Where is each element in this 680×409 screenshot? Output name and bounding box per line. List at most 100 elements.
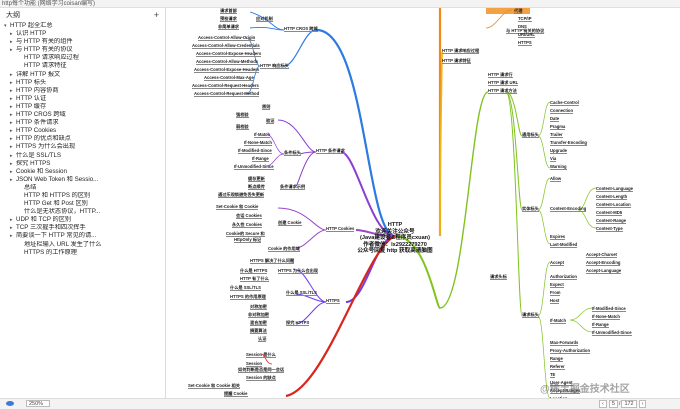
mindmap-node[interactable]: Access-Control-Expose-Headers <box>196 51 262 57</box>
mindmap-node[interactable]: Access-Control-Max-Age <box>204 75 254 81</box>
mindmap-node[interactable]: 通用标头 <box>522 132 539 138</box>
mindmap-node[interactable]: Trailer <box>550 132 563 138</box>
mindmap-node[interactable]: 原则 <box>262 104 271 110</box>
mindmap-node[interactable]: Transfer-Encoding <box>550 140 587 146</box>
mindmap-node[interactable]: If-Modified-Since <box>592 306 626 312</box>
mindmap-node[interactable]: If-Unmodified-Since <box>234 164 274 170</box>
outline-item[interactable]: ▸HTTP 缓存 <box>0 103 165 111</box>
outline-item[interactable]: ▸TCP 三次握手和四次挥手 <box>0 224 165 232</box>
mindmap-node[interactable]: Session 是什么 <box>246 352 276 358</box>
chevron-icon[interactable]: ▸ <box>10 217 13 224</box>
mindmap-node[interactable]: HTTP 请求方法 <box>488 88 517 94</box>
mindmap-node[interactable]: Content-Range <box>596 218 627 224</box>
mindmap-node[interactable]: HTTP Cookies <box>326 226 355 232</box>
mindmap-node[interactable]: Content-MD5 <box>596 210 623 216</box>
outline-item[interactable]: HTTP Get 和 Post 区别 <box>0 200 165 208</box>
outline-item[interactable]: 地址栏输入 URL 发生了什么 <box>0 241 165 249</box>
mindmap-node[interactable]: Access-Control-Request-Method <box>194 91 260 97</box>
mindmap-node[interactable]: Set-Cookie 和 Cookie 相关 <box>188 383 240 389</box>
mindmap-node[interactable]: 弱校验 <box>236 124 249 130</box>
mindmap-node[interactable]: HTTP 请求响应过程 <box>442 48 480 54</box>
mindmap-node[interactable]: HTTPS 的作用原理 <box>230 294 266 300</box>
mindmap-node[interactable]: If-Unmodified-Since <box>592 330 632 336</box>
outline-item[interactable]: ▸HTTP Cookies <box>0 127 165 135</box>
outline-item[interactable]: ▸与 HTTP 有关的组件 <box>0 38 165 46</box>
mindmap-node[interactable]: If-Match <box>254 132 271 138</box>
mindmap-node[interactable]: Referer <box>550 364 565 370</box>
outline-item[interactable]: HTTP 请求特征 <box>0 62 165 70</box>
mindmap-node[interactable]: Accept-Ranges <box>550 388 581 394</box>
mindmap-node[interactable]: 对称加密 <box>250 304 267 310</box>
mindmap-node[interactable]: Pragma <box>550 124 566 130</box>
mindmap-node[interactable]: 永久性 Cookies <box>232 222 263 228</box>
outline-item[interactable]: ▾HTTP 超全汇总 <box>0 22 165 30</box>
mindmap-node[interactable]: 请求首部 <box>220 8 237 14</box>
chevron-icon[interactable]: ▸ <box>10 168 13 175</box>
chevron-icon[interactable]: ▸ <box>10 112 13 119</box>
mindmap-node[interactable]: 如何判断是否是同一会话 <box>238 367 285 373</box>
chevron-icon[interactable]: ▸ <box>10 103 13 110</box>
chevron-icon[interactable]: ▸ <box>10 225 13 232</box>
mindmap-node[interactable]: HTTP CROS 跨域 <box>284 26 318 32</box>
outline-item[interactable]: ▸探究 HTTPS <box>0 160 165 168</box>
mindmap-node[interactable]: Upgrade <box>550 148 567 154</box>
chevron-icon[interactable]: ▸ <box>10 79 13 86</box>
mindmap-node[interactable]: Range <box>550 356 563 362</box>
mindmap-node[interactable]: 预检请求 <box>220 16 237 22</box>
outline-item[interactable]: ▸认识 HTTP <box>0 30 165 38</box>
mindmap-node[interactable]: Accept <box>550 260 564 266</box>
mindmap-node[interactable]: From <box>550 290 561 296</box>
mindmap-node[interactable]: TCP/IP <box>518 16 532 22</box>
mindmap-node[interactable]: 混合加密 <box>250 320 267 326</box>
chevron-icon[interactable]: ▸ <box>10 176 13 183</box>
chevron-icon[interactable]: ▾ <box>4 23 7 29</box>
mindmap-node[interactable]: Content-Language <box>596 186 633 192</box>
mindmap-node[interactable]: If-Range <box>592 322 609 328</box>
mindmap-node[interactable]: If-None-Match <box>244 140 272 146</box>
outline-item[interactable]: ▸HTTP 的优点和缺点 <box>0 135 165 143</box>
mindmap-node[interactable]: User-Agent <box>550 380 573 386</box>
mindmap-node[interactable]: Cookie的 Secure 和 <box>226 231 265 237</box>
mindmap-node[interactable]: 应对机制 <box>256 16 273 22</box>
page-current[interactable]: 5 <box>608 400 618 408</box>
outline-item[interactable]: ▸UDP 和 TCP 的区别 <box>0 216 165 224</box>
mindmap-node[interactable]: HTTP 请求行 <box>488 72 513 78</box>
mindmap-node[interactable]: Access-Control-Allow-Origin <box>198 35 256 41</box>
outline-item[interactable]: ▸Cookie 和 Session <box>0 168 165 176</box>
mindmap-node[interactable]: Host <box>550 298 560 304</box>
mindmap-node[interactable]: 缓存更新 <box>248 176 265 182</box>
eye-icon[interactable] <box>6 401 14 406</box>
mindmap-node[interactable]: HTTPS <box>518 40 532 46</box>
mindmap-node[interactable]: Content-Type <box>596 226 623 232</box>
chevron-icon[interactable]: ▸ <box>10 152 13 159</box>
outline-item[interactable]: ▸详解 HTTP 报文 <box>0 71 165 79</box>
mindmap-node[interactable]: Connection <box>550 108 574 114</box>
outline-item[interactable]: ▸HTTPS 为什么会出现 <box>0 143 165 151</box>
outline-item[interactable]: ▸与 HTTP 有关的协议 <box>0 46 165 54</box>
chevron-icon[interactable]: ▸ <box>10 144 13 151</box>
mindmap-node[interactable]: TE <box>550 372 556 378</box>
mindmap-node[interactable]: 创建 Cookie <box>278 220 302 226</box>
outline-item[interactable]: ▸HTTP CROS 跨域 <box>0 111 165 119</box>
mindmap-node[interactable]: 什么是 HTTPS <box>240 268 268 274</box>
page-next-icon[interactable]: › <box>638 400 647 408</box>
mindmap-node[interactable]: Expect <box>550 282 564 288</box>
mindmap-node[interactable]: DNS <box>518 24 527 30</box>
mindmap-node[interactable]: Accept-Encoding <box>586 260 621 266</box>
chevron-icon[interactable]: ▸ <box>10 136 13 143</box>
mindmap-node[interactable]: HTTPS 为什么会出现 <box>278 268 319 274</box>
chevron-icon[interactable]: ▸ <box>10 120 13 127</box>
mindmap-node[interactable]: If-None-Match <box>592 314 620 320</box>
mindmap-node[interactable]: HTTP 响应标头 <box>260 63 289 69</box>
mindmap-node[interactable]: 验证 <box>266 118 275 124</box>
mindmap-node[interactable]: 与 HTTP 有关的协议 <box>506 28 545 34</box>
mindmap-node[interactable]: 强校验 <box>236 112 249 118</box>
mindmap-node[interactable]: Location <box>550 396 567 398</box>
outline-item[interactable]: 总结 <box>0 184 165 192</box>
mindmap-node[interactable]: Session 的缺点 <box>246 375 276 381</box>
add-icon[interactable]: + <box>153 10 159 20</box>
mindmap-node[interactable]: 会话 Cookies <box>236 213 262 219</box>
mindmap-node[interactable]: HTTP 条件请求 <box>316 148 345 154</box>
mindmap-node[interactable]: Via <box>550 156 557 162</box>
